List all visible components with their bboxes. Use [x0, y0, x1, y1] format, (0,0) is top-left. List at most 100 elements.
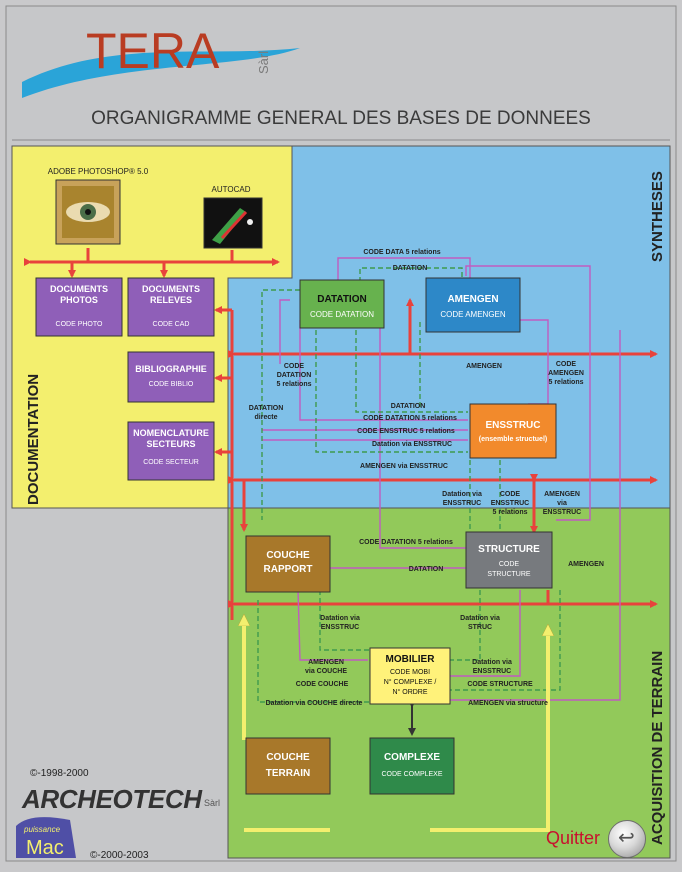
return-arrow-icon: ↩ [618, 825, 635, 849]
quit-label: Quitter [546, 828, 601, 848]
magenta-links [262, 257, 621, 701]
label-datation-via-struc2: STRUC [468, 624, 492, 631]
photoshop-label: ADOBE PHOTOSHOP® 5.0 [48, 167, 149, 176]
mobilier-code2: N° COMPLEXE / [384, 678, 437, 686]
couche-terrain-box[interactable]: COUCHE TERRAIN [245, 737, 331, 795]
documentation-zone-label: DOCUMENTATION [25, 374, 42, 505]
nomenclature-title2: SECTEURS [146, 439, 195, 449]
label-code-ensstruc-b1: CODE [500, 491, 521, 498]
ensstruc-title: ENSSTRUC [485, 420, 540, 431]
mac-label: Mac [26, 837, 64, 859]
label-code-amengen3: 5 relations [548, 379, 583, 386]
amengen-code: CODE AMENGEN [440, 310, 506, 319]
mobilier-code1: CODE MOBI [390, 669, 430, 676]
autocad-label: AUTOCAD [212, 185, 251, 194]
puissance-label: puissance [23, 825, 61, 834]
label-datation-mid: DATATION [391, 403, 426, 410]
label-code-data-5: CODE DATA 5 relations [363, 249, 440, 256]
label-datation-via-ensstruc-c2: ENSSTRUC [321, 624, 360, 631]
label-datation-via-struc1: Datation via [460, 615, 500, 622]
datation-box[interactable]: DATATION CODE DATATION [299, 279, 385, 329]
label-amengen-via-ensstruc-b3: ENSSTRUC [543, 509, 582, 516]
nomenclature-code: CODE SECTEUR [143, 459, 199, 466]
label-datation-directe1: DATATION [249, 405, 284, 412]
label-amengen-via-ensstruc-b2: via [557, 500, 567, 507]
label-amengen-via-couche2: via COUCHE [305, 668, 347, 675]
label-code-datation-left3: 5 relations [276, 381, 311, 388]
structure-code1: CODE [499, 561, 520, 568]
label-datation-via-ensstruc-d2: ENSSTRUC [473, 668, 512, 675]
ensstruc-box[interactable]: ENSSTRUC (ensemble structuel) [469, 403, 557, 459]
documents-photos-box[interactable]: DOCUMENTS PHOTOS CODE PHOTO [35, 277, 123, 337]
quit-button[interactable]: Quitter ↩ [540, 818, 658, 862]
label-datation-via-ensstruc-b2: ENSSTRUC [443, 500, 482, 507]
couche-rapport-box[interactable]: COUCHE RAPPORT [245, 535, 331, 593]
label-datation-directe2: directe [255, 414, 278, 421]
label-datation-top: DATATION [393, 265, 428, 272]
label-datation-via-ensstruc-b1: Datation via [442, 491, 482, 498]
syntheses-zone-label: SYNTHESES [649, 171, 666, 262]
complexe-code: CODE COMPLEXE [381, 771, 442, 778]
bibliographie-code: CODE BIBLIO [149, 381, 194, 388]
bibliographie-box[interactable]: BIBLIOGRAPHIE CODE BIBLIO [127, 351, 215, 403]
label-code-ensstruc-b2: ENSSTRUC [491, 500, 530, 507]
label-amengen-low: AMENGEN [568, 561, 604, 568]
couche-terrain-title2: TERRAIN [266, 768, 310, 779]
link-labels: CODE DATA 5 relations DATATION CODE DATA… [249, 249, 604, 707]
archeotech-sarl: Sàrl [204, 798, 220, 808]
logo-name: TERA [86, 23, 220, 79]
label-code-ensstruc: CODE ENSSTRUC 5 relations [357, 428, 455, 435]
copyright-1998: ©-1998-2000 [30, 768, 89, 779]
label-amengen-via-ensstruc: AMENGEN via ENSSTRUC [360, 463, 448, 470]
autocad-icon[interactable] [203, 197, 263, 249]
documents-releves-title2: RELEVES [150, 295, 192, 305]
logo-swoosh [22, 48, 300, 98]
label-datation-via-couche: Datation via COUCHE directe [266, 700, 363, 707]
bibliographie-title: BIBLIOGRAPHIE [135, 364, 207, 374]
page-title: ORGANIGRAMME GENERAL DES BASES DE DONNEE… [91, 108, 591, 129]
ensstruc-sub: (ensemble structuel) [479, 436, 547, 443]
documents-photos-code: CODE PHOTO [56, 321, 103, 328]
label-code-datation-left1: CODE [284, 363, 305, 370]
label-amengen-via-structure: AMENGEN via structure [468, 700, 548, 707]
green-dashed-links [257, 267, 561, 703]
amengen-title: AMENGEN [447, 294, 498, 305]
amengen-box[interactable]: AMENGEN CODE AMENGEN [425, 277, 521, 333]
couche-rapport-title1: COUCHE [266, 550, 310, 561]
label-datation-via-ensstruc: Datation via ENSSTRUC [372, 441, 452, 448]
photoshop-eye-icon[interactable] [55, 179, 121, 245]
label-code-amengen2: AMENGEN [548, 370, 584, 377]
label-code-ensstruc-b3: 5 relations [492, 509, 527, 516]
yellow-arrow-right [430, 630, 548, 832]
datation-code: CODE DATATION [310, 310, 374, 319]
label-amengen-via-couche1: AMENGEN [308, 659, 344, 666]
complexe-title: COMPLEXE [384, 752, 440, 763]
complexe-box[interactable]: COMPLEXE CODE COMPLEXE [369, 737, 455, 795]
label-amengen-mid: AMENGEN [466, 363, 502, 370]
label-datation-via-ensstruc-c1: Datation via [320, 615, 360, 622]
label-datation-via-ensstruc-d1: Datation via [472, 659, 512, 666]
acquisition-zone-label: ACQUISITION DE TERRAIN [649, 651, 666, 845]
documents-releves-box[interactable]: DOCUMENTS RELEVES CODE CAD [127, 277, 215, 337]
structure-title: STRUCTURE [478, 544, 540, 555]
mobilier-code3: N° ORDRE [392, 688, 427, 696]
archeotech-logo: ARCHEOTECH [21, 784, 203, 814]
mobilier-box[interactable]: MOBILIER CODE MOBI N° COMPLEXE / N° ORDR… [369, 647, 451, 705]
couche-rapport-title2: RAPPORT [264, 564, 313, 575]
label-code-datation-left2: DATATION [277, 372, 312, 379]
structure-code2: STRUCTURE [487, 571, 530, 578]
copyright-2000: ©-2000-2003 [90, 850, 149, 861]
label-code-amengen1: CODE [556, 361, 577, 368]
quit-circle-icon[interactable]: ↩ [608, 820, 646, 858]
puissance-mac-logo: puissance Mac [16, 817, 76, 859]
documents-releves-title1: DOCUMENTS [142, 284, 200, 294]
structure-box[interactable]: STRUCTURE CODE STRUCTURE [465, 531, 553, 589]
documents-photos-title2: PHOTOS [60, 295, 98, 305]
mobilier-title: MOBILIER [386, 654, 436, 665]
label-amengen-via-ensstruc-b1: AMENGEN [544, 491, 580, 498]
nomenclature-box[interactable]: NOMENCLATURE SECTEURS CODE SECTEUR [127, 421, 215, 481]
documents-photos-title1: DOCUMENTS [50, 284, 108, 294]
documents-releves-code: CODE CAD [153, 321, 190, 328]
